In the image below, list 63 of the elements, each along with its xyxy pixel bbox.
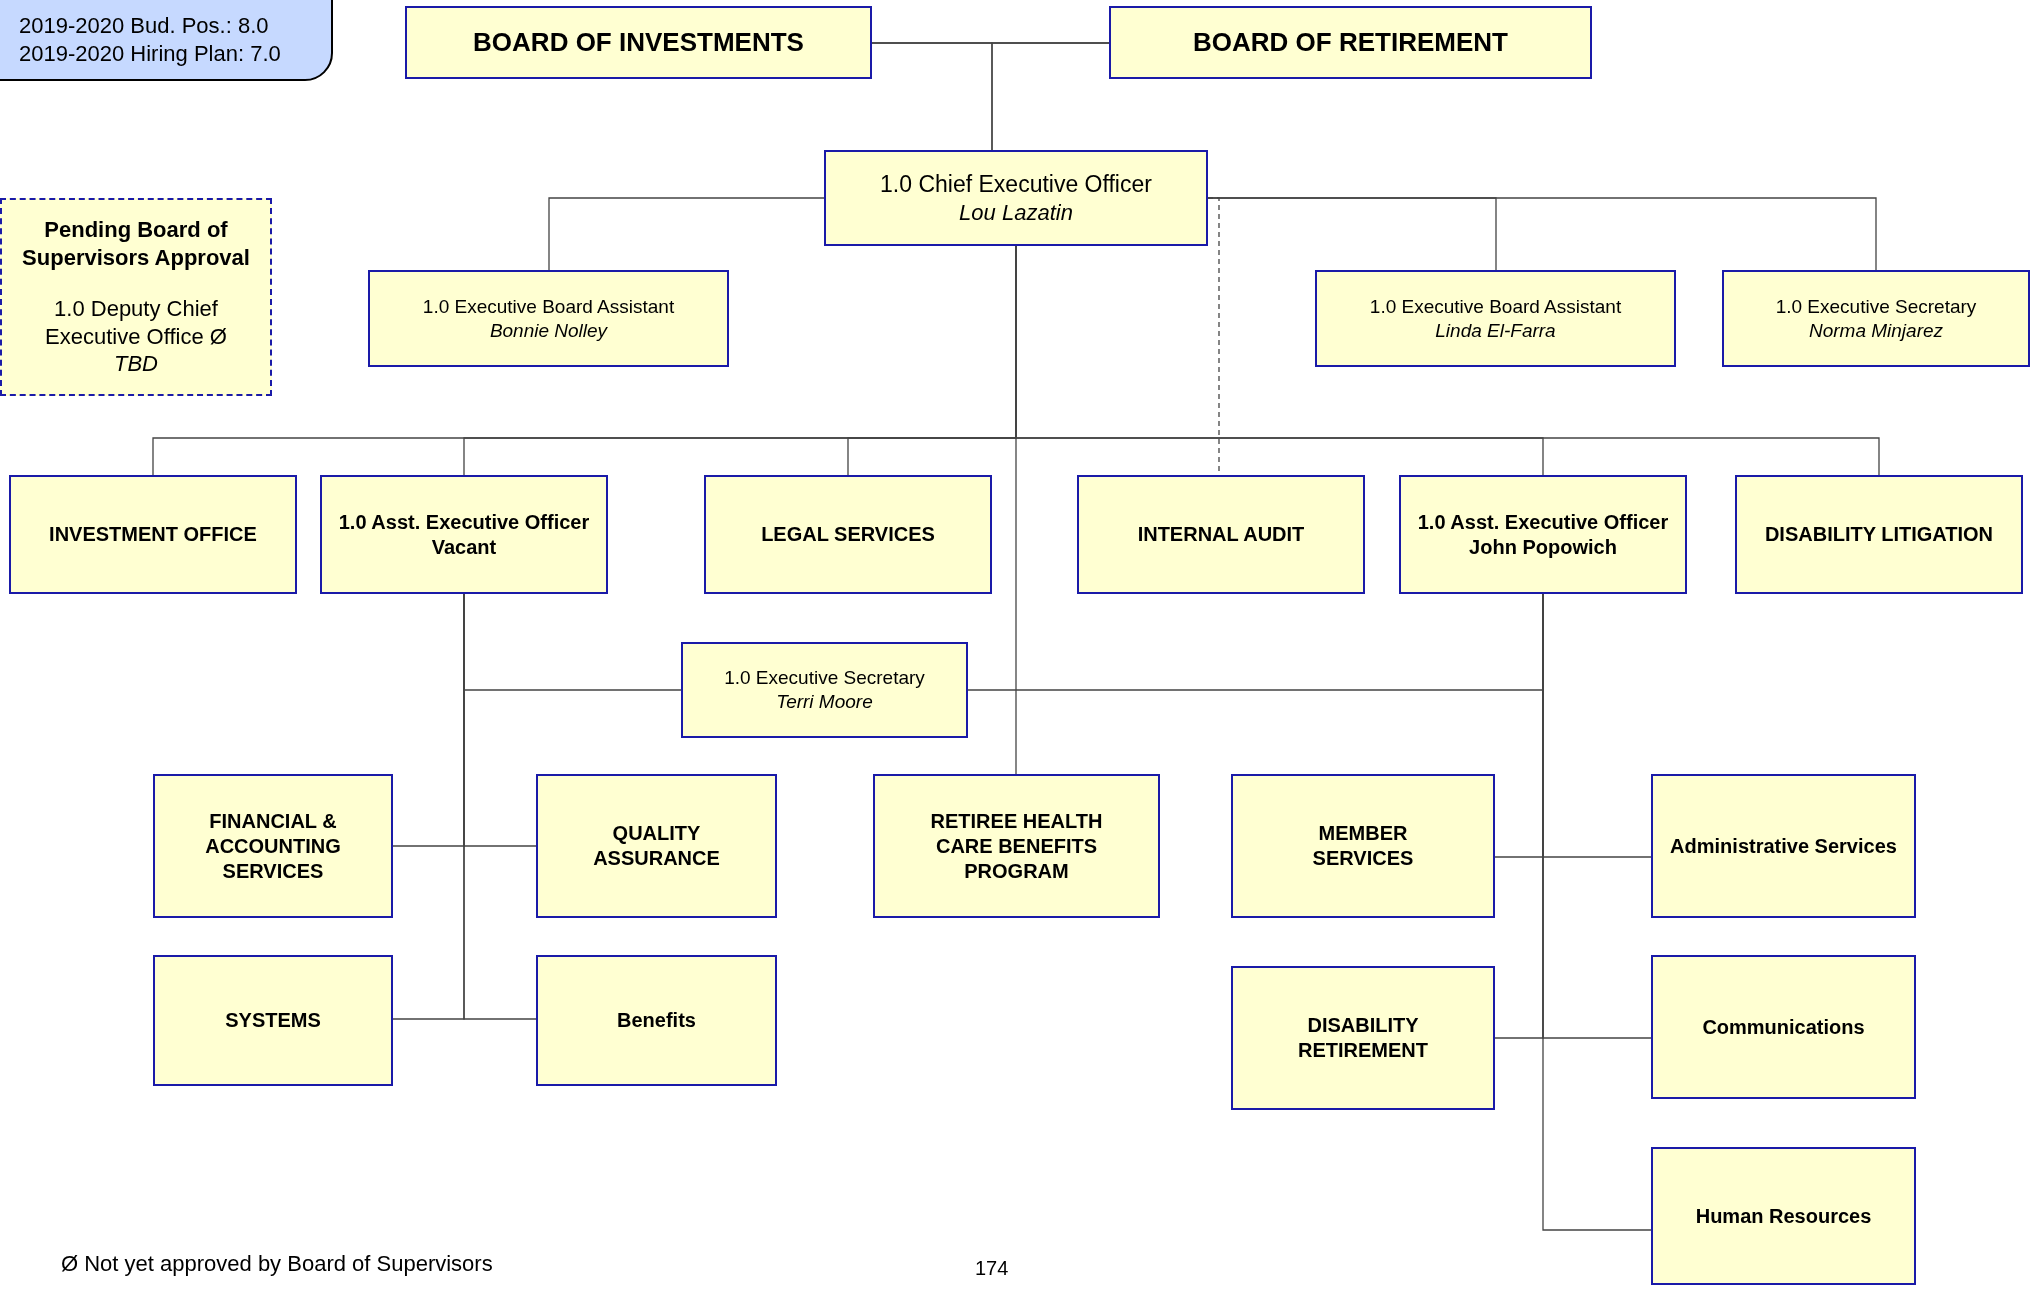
division-box bbox=[1399, 475, 1687, 594]
staff-box bbox=[368, 270, 729, 367]
division-box bbox=[1651, 1147, 1916, 1285]
division-title: MEMBER SERVICES bbox=[1311, 821, 1415, 871]
pending-position-box bbox=[0, 198, 272, 396]
division-box bbox=[1651, 774, 1916, 918]
division-title: Benefits bbox=[617, 1008, 696, 1033]
footnote: Ø Not yet approved by Board of Supervisors bbox=[61, 1250, 493, 1278]
position-title: 1.0 Executive Secretary bbox=[1775, 294, 1977, 319]
division-title: DISABILITY RETIREMENT bbox=[1297, 1013, 1429, 1063]
division-box bbox=[153, 774, 393, 918]
person-name: Lou Lazatin bbox=[959, 198, 1073, 227]
division-title: SYSTEMS bbox=[225, 1008, 321, 1033]
division-box bbox=[320, 475, 608, 594]
staff-box bbox=[1722, 270, 2030, 367]
board-title: BOARD OF INVESTMENTS bbox=[473, 26, 804, 59]
connector-line bbox=[548, 197, 825, 271]
staff-box bbox=[681, 642, 968, 738]
division-box bbox=[1231, 966, 1495, 1110]
division-box bbox=[704, 475, 992, 594]
board-box bbox=[1109, 6, 1592, 79]
person-name: Linda El-Farra bbox=[1435, 318, 1556, 343]
hiring-plan-text: 2019-2020 Hiring Plan: 7.0 bbox=[19, 39, 281, 67]
division-title: LEGAL SERVICES bbox=[761, 522, 935, 547]
page-number: 174 bbox=[975, 1256, 1009, 1281]
executive-box bbox=[824, 150, 1208, 246]
division-box bbox=[153, 955, 393, 1086]
division-box bbox=[1231, 774, 1495, 918]
person-name: Terri Moore bbox=[776, 690, 873, 714]
division-title: 1.0 Asst. Executive Officer bbox=[338, 509, 590, 535]
division-title: 1.0 Asst. Executive Officer bbox=[1417, 509, 1669, 535]
division-box bbox=[873, 774, 1160, 918]
connector-line bbox=[991, 42, 1110, 151]
position-title: 1.0 Deputy Chief Executive Office Ø bbox=[44, 295, 228, 351]
person-name: Norma Minjarez bbox=[1808, 318, 1944, 343]
division-title: DISABILITY LITIGATION bbox=[1764, 522, 1994, 547]
division-title: Human Resources bbox=[1695, 1203, 1872, 1229]
pending-note: Pending Board of Supervisors Approval bbox=[21, 216, 251, 272]
staff-box bbox=[1315, 270, 1676, 367]
division-box bbox=[1651, 955, 1916, 1099]
division-box bbox=[1077, 475, 1365, 594]
division-box bbox=[1735, 475, 2023, 594]
division-title: QUALITY ASSURANCE bbox=[592, 821, 721, 871]
person-name: TBD bbox=[114, 350, 158, 378]
division-title: Communications bbox=[1702, 1014, 1865, 1040]
division-box bbox=[536, 774, 777, 918]
division-title: Administrative Services bbox=[1670, 833, 1897, 859]
budget-text: 2019-2020 Bud. Pos.: 8.0 bbox=[19, 12, 269, 40]
division-title: INVESTMENT OFFICE bbox=[49, 522, 257, 547]
position-title: 1.0 Executive Secretary bbox=[724, 666, 925, 690]
board-box bbox=[405, 6, 872, 79]
division-box bbox=[9, 475, 297, 594]
division-box bbox=[536, 955, 777, 1086]
person-name: Vacant bbox=[431, 534, 497, 560]
division-title: FINANCIAL & ACCOUNTING SERVICES bbox=[204, 808, 342, 884]
position-title: 1.0 Executive Board Assistant bbox=[422, 294, 675, 319]
person-name: Bonnie Nolley bbox=[489, 318, 608, 343]
division-title: RETIREE HEALTH CARE BENEFITS PROGRAM bbox=[929, 808, 1104, 884]
position-title: 1.0 Executive Board Assistant bbox=[1369, 294, 1622, 319]
person-name: John Popowich bbox=[1469, 534, 1617, 560]
position-title: 1.0 Chief Executive Officer bbox=[880, 169, 1152, 199]
division-title: INTERNAL AUDIT bbox=[1137, 522, 1305, 547]
board-title: BOARD OF RETIREMENT bbox=[1193, 26, 1508, 59]
